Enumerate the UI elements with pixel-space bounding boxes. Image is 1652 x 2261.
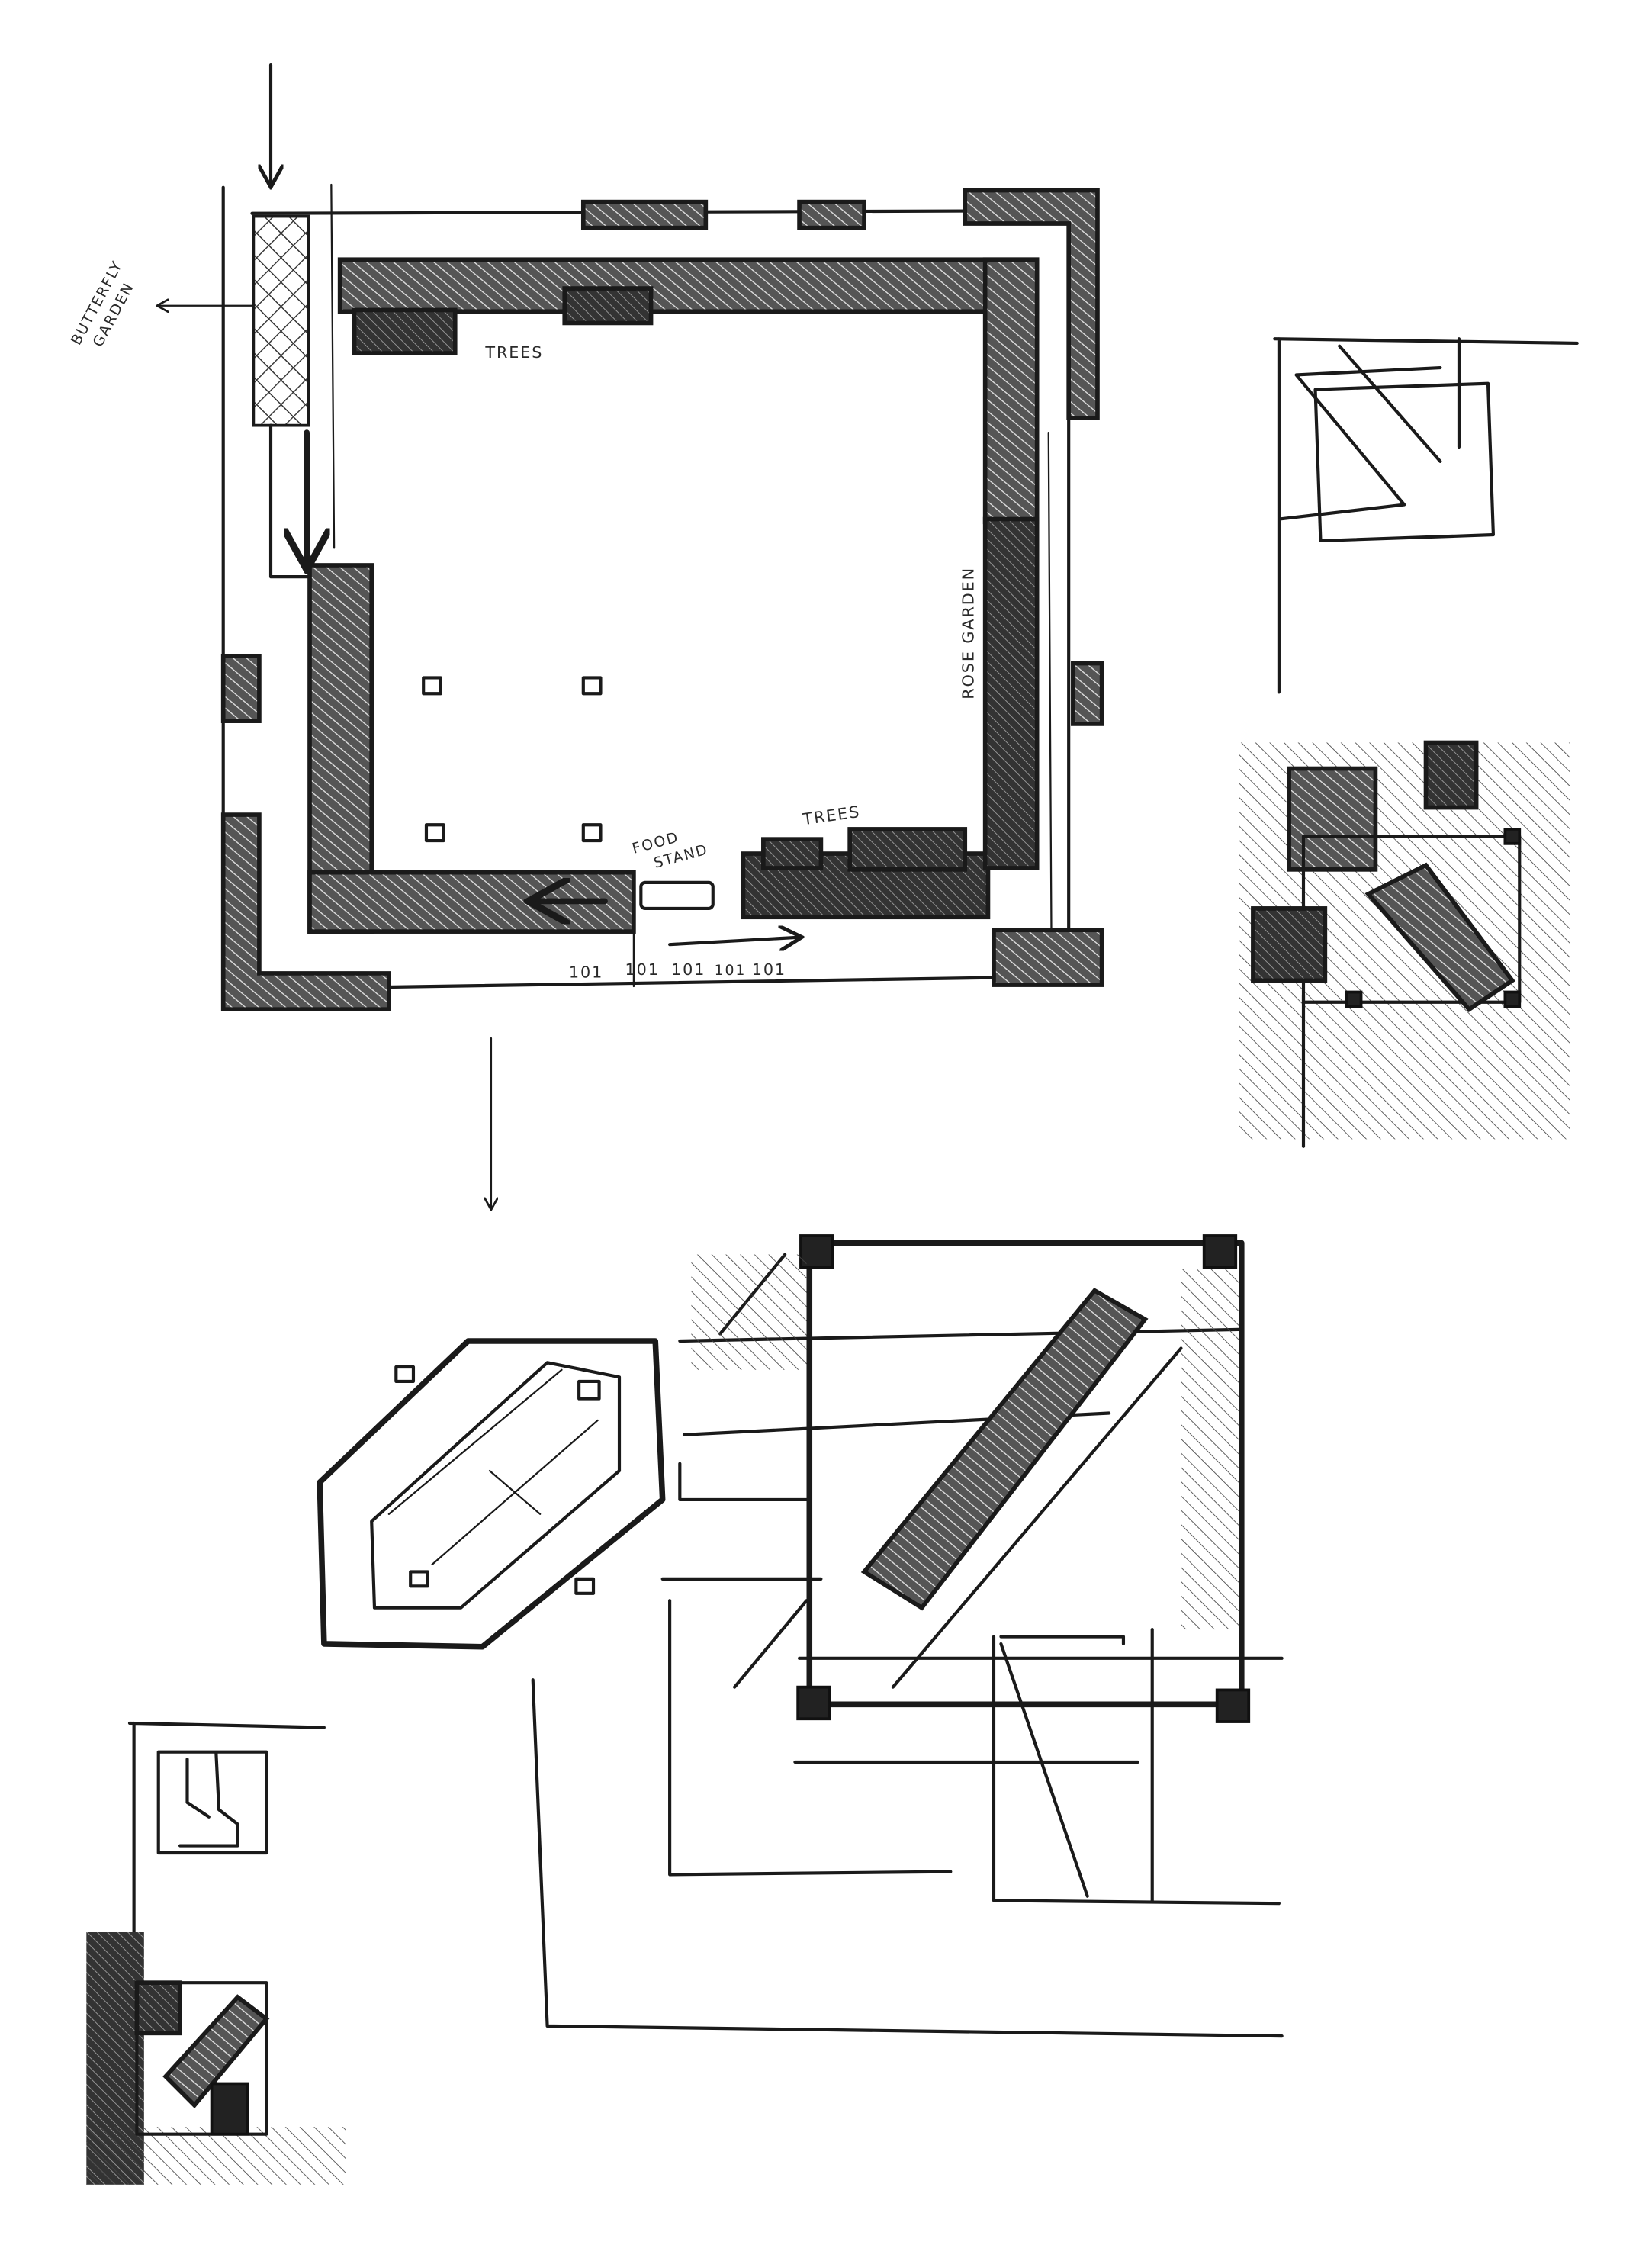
flow-arrow-right xyxy=(668,938,799,944)
butterfly-garden-bed xyxy=(252,214,310,427)
bench-label: 101 xyxy=(752,960,786,979)
wall-block xyxy=(1071,661,1104,726)
trees-top-block xyxy=(562,286,654,326)
hedge-top xyxy=(337,257,1040,314)
hexagon-pavilion xyxy=(317,1338,666,1650)
site-plan: BUTTERFLY GARDEN TREES TREES ROSE GARDEN… xyxy=(68,63,1104,1012)
bench-label: 101 xyxy=(671,960,705,979)
corner-sketch xyxy=(86,1721,346,2185)
path-edge xyxy=(268,423,312,579)
trees-bottom-block xyxy=(761,837,824,870)
rose-garden-bed xyxy=(982,516,1040,870)
wall-block xyxy=(797,199,866,230)
diagonal-walkway xyxy=(860,1288,1149,1611)
wall-block xyxy=(220,654,262,723)
trees-top-block xyxy=(352,307,458,355)
food-stand xyxy=(639,880,715,910)
column-marker xyxy=(422,676,442,696)
column-marker xyxy=(581,676,603,696)
column-marker xyxy=(581,823,603,843)
wall-corner-bottom-right xyxy=(992,928,1104,987)
hedge-right xyxy=(982,257,1040,525)
column-marker xyxy=(424,823,445,843)
label-trees-top: TREES xyxy=(484,343,543,362)
path-right-inner xyxy=(1047,431,1053,938)
pavilion-sketch xyxy=(317,1234,1284,2038)
trees-bottom-block xyxy=(847,827,968,872)
butterfly-garden-label: BUTTERFLY GARDEN xyxy=(68,258,138,349)
detail-sketch-2 xyxy=(1239,740,1570,1148)
site-boundary-left-inner xyxy=(330,183,336,549)
wall-block xyxy=(580,199,709,230)
label-trees-bottom: TREES xyxy=(801,802,862,828)
grid-frame xyxy=(806,1240,1245,1708)
bench-label: 101 xyxy=(715,962,747,979)
label-rose-garden: ROSE GARDEN xyxy=(959,567,978,700)
wall-corner-top-right xyxy=(963,188,1100,421)
wall-corner-bottom-left xyxy=(220,812,391,1012)
detail-sketch-1 xyxy=(1273,337,1579,694)
bench-label: 101 xyxy=(625,960,660,979)
bench-label: 101 xyxy=(569,963,603,982)
